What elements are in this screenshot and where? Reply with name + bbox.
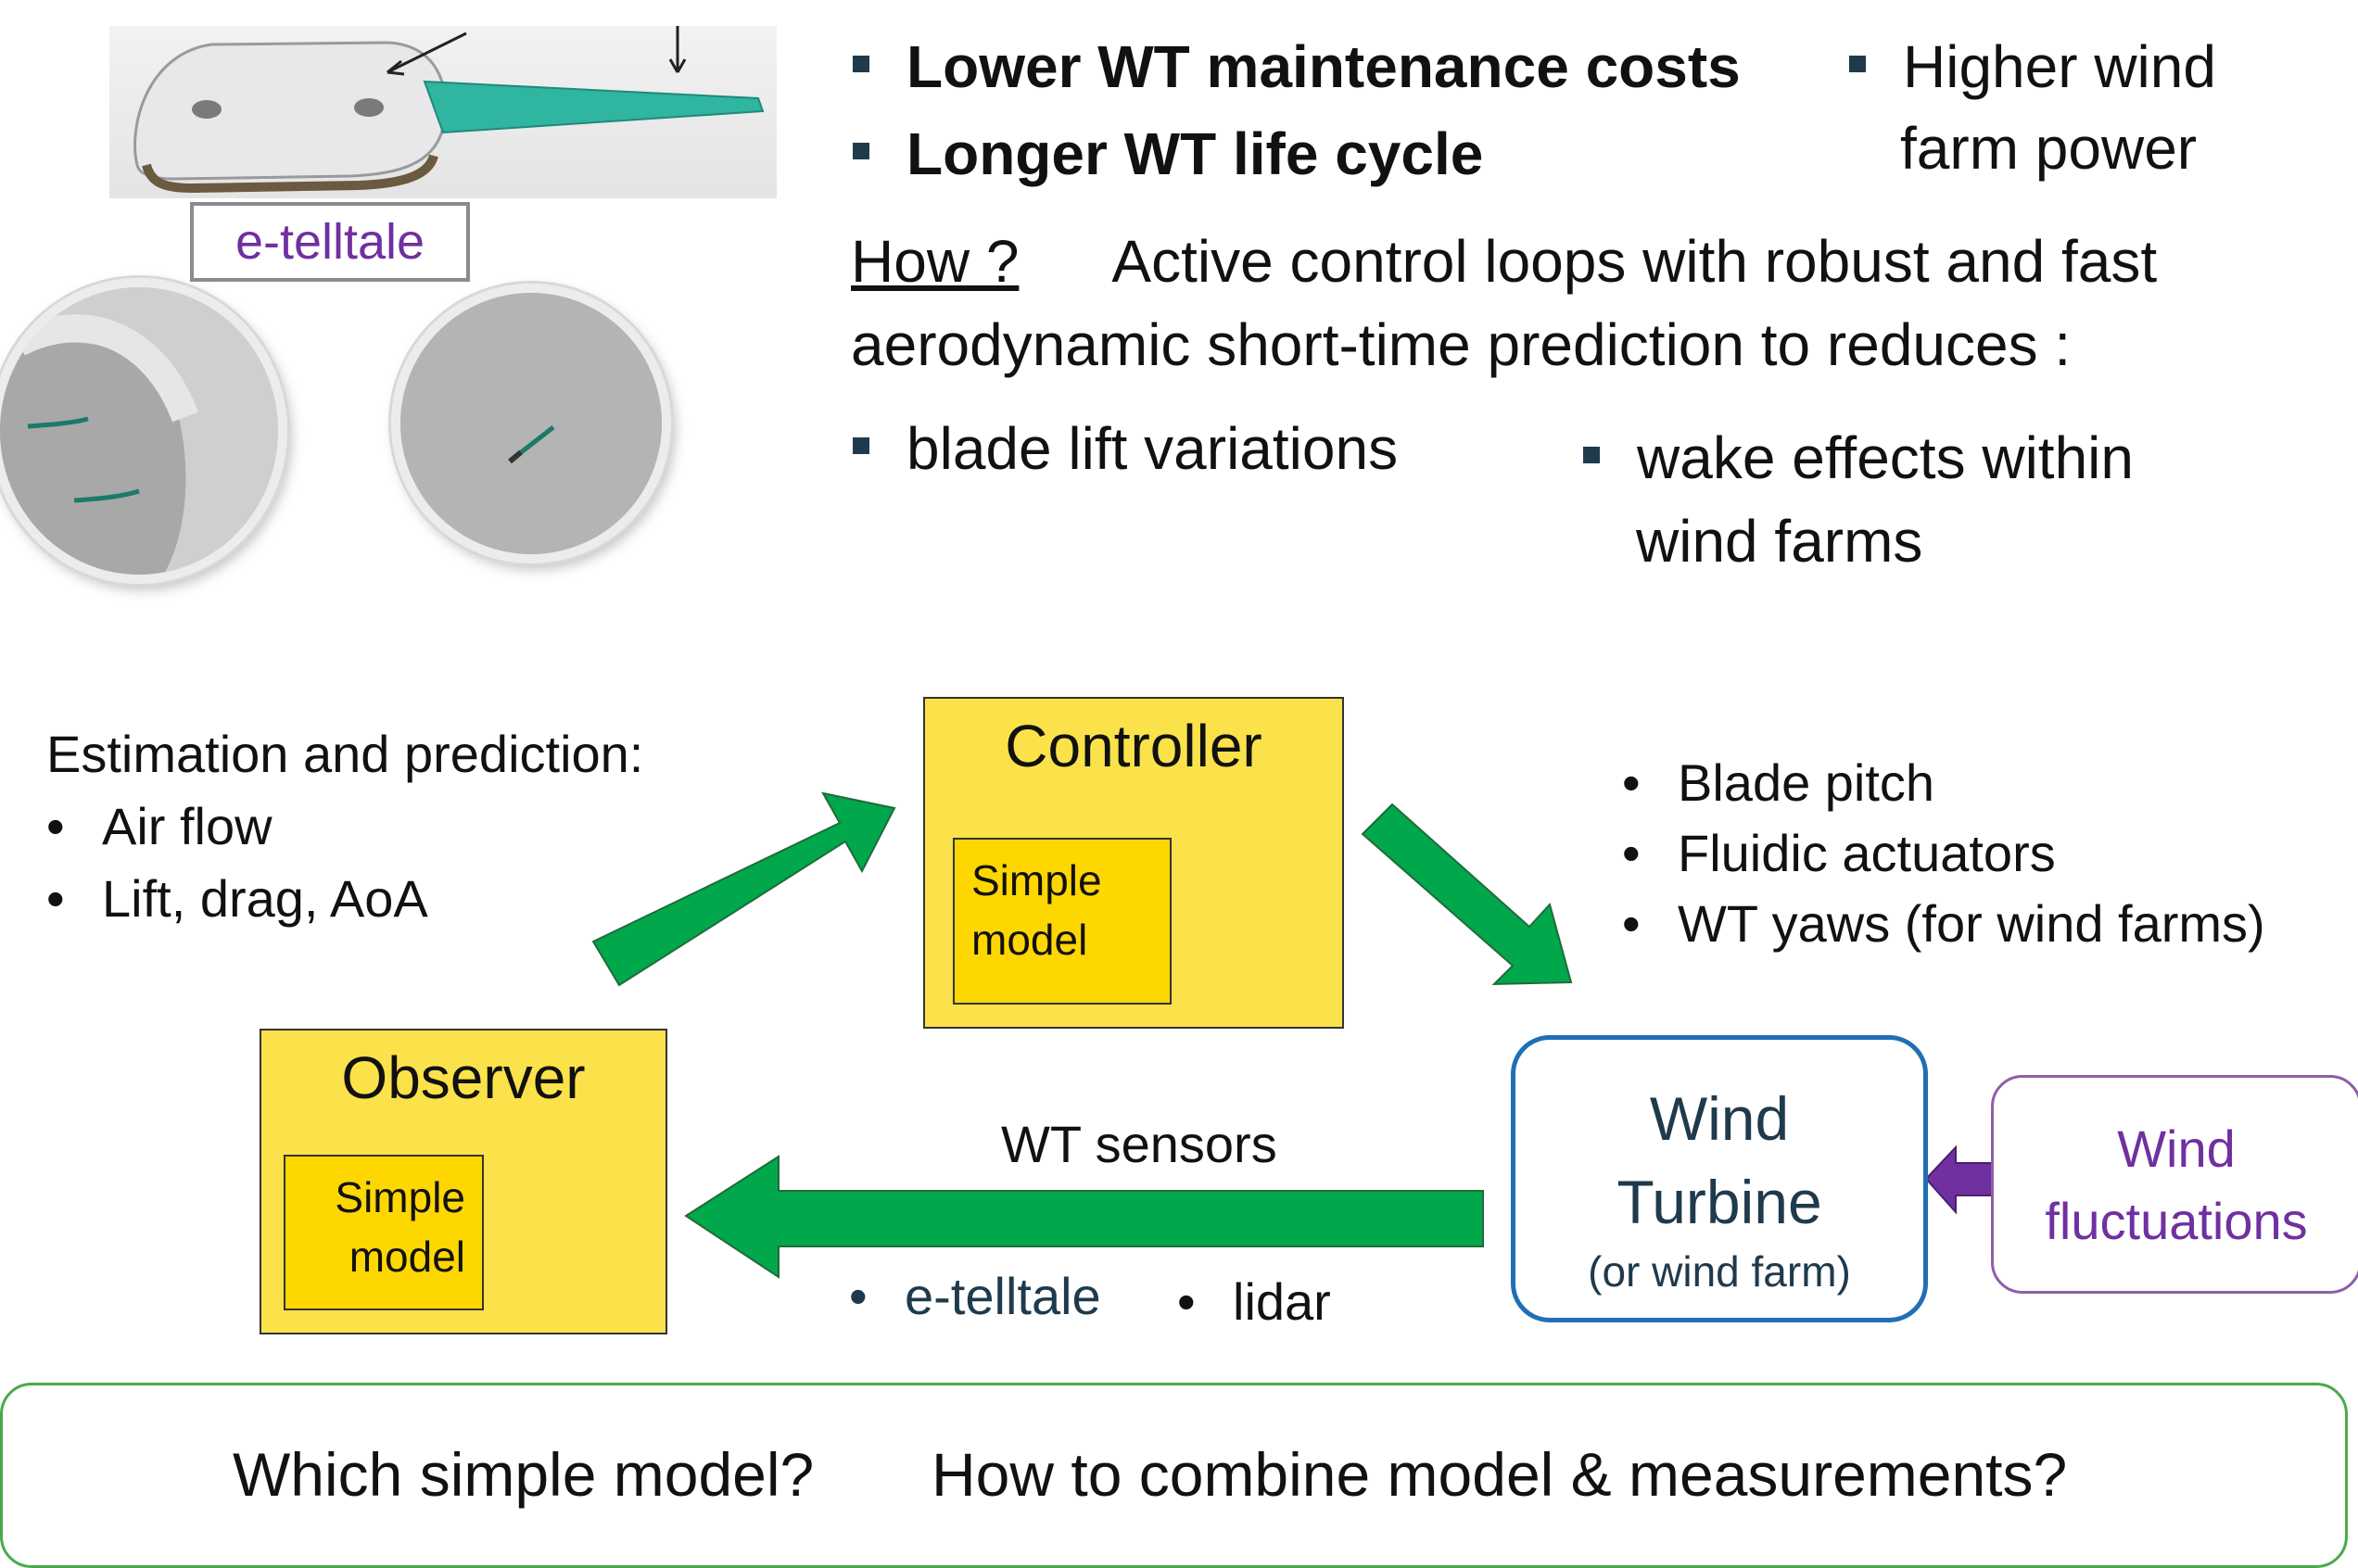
estimation-title: Estimation and prediction: <box>46 725 644 783</box>
how-label: How ? <box>851 228 1020 295</box>
wind-turbine-box: Wind Turbine (or wind farm) <box>1511 1035 1928 1322</box>
objective-life-cycle: Longer WT life cycle <box>853 113 1483 195</box>
observer-box: Observer Simple model <box>260 1029 667 1334</box>
arrow-controller-to-turbine <box>1361 803 1573 986</box>
controller-box: Controller Simple model <box>923 697 1344 1029</box>
objective-farm-power-line2: farm power <box>1900 115 2198 182</box>
sensors-title: WT sensors <box>1001 1115 1277 1173</box>
how-line1: How ?Active control loops with robust an… <box>851 228 2158 295</box>
question-simple-model: Which simple model? <box>233 1440 815 1509</box>
observer-simple-model: Simple model <box>284 1155 484 1310</box>
square-bullet-icon <box>853 437 869 455</box>
arrow-observer-to-controller <box>591 791 896 987</box>
arrow-wind-to-turbine <box>1924 1144 1994 1215</box>
arrow-turbine-to-observer <box>684 1155 1484 1279</box>
reduce-item-blade: blade lift variations <box>853 408 1398 489</box>
sensor-item-e-telltale: •e-telltale <box>849 1267 1101 1325</box>
telltale-photo <box>133 26 765 194</box>
blade-photo-icon <box>0 278 287 584</box>
objective-maintenance: Lower WT maintenance costs <box>853 26 1741 107</box>
reduce-item-wake-line2: wind farms <box>1636 508 1923 575</box>
how-line2: aerodynamic short-time prediction to red… <box>851 311 2072 378</box>
telltale-device-photo <box>109 26 777 198</box>
reduce-item-wake: wake effects within <box>1583 417 2134 499</box>
estimation-item: •Air flow <box>46 797 273 855</box>
actuator-item: •Blade pitch <box>1622 753 1935 812</box>
square-bullet-icon <box>1583 447 1600 464</box>
objective-farm-power: Higher wind <box>1849 26 2216 107</box>
actuator-item: •WT yaws (for wind farms) <box>1622 894 2265 953</box>
square-bullet-icon <box>853 56 869 73</box>
sensor-item-lidar: •lidar <box>1177 1272 1331 1331</box>
e-telltale-label: e-telltale <box>190 202 470 282</box>
square-bullet-icon <box>853 143 869 160</box>
wind-fluctuations-box: Wind fluctuations <box>1991 1075 2358 1294</box>
actuator-item: •Fluidic actuators <box>1622 824 2056 882</box>
questions-box: Which simple model? How to combine model… <box>0 1383 2348 1568</box>
question-combine: How to combine model & measurements? <box>932 1440 2068 1509</box>
estimation-item: •Lift, drag, AoA <box>46 869 428 928</box>
square-bullet-icon <box>1849 56 1866 73</box>
controller-title: Controller <box>1005 713 1262 779</box>
controller-simple-model: Simple model <box>953 838 1172 1005</box>
sensor-closeup-icon <box>391 284 671 563</box>
observer-title: Observer <box>341 1044 586 1111</box>
